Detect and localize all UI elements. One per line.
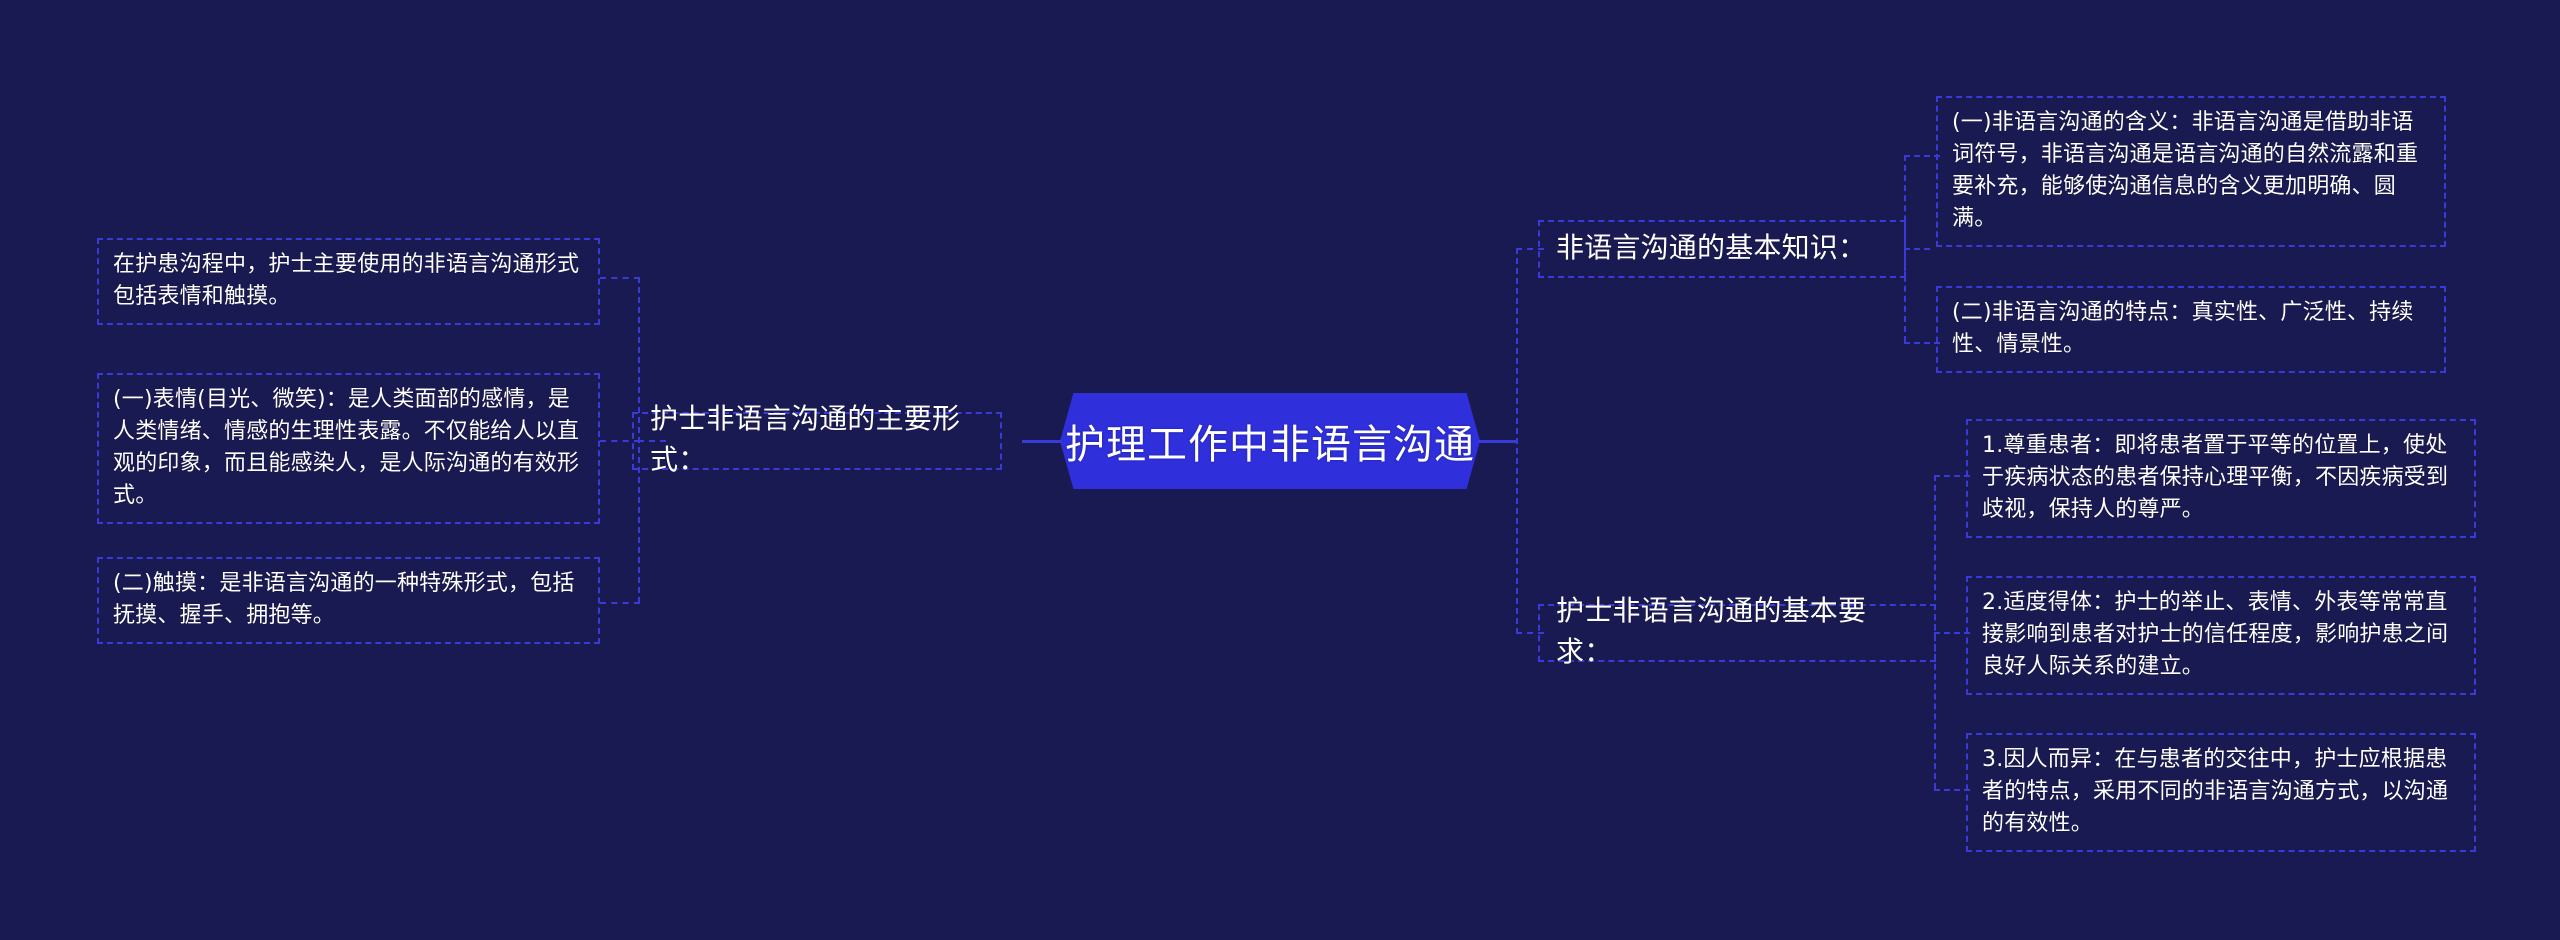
right-branch2-leaf-2[interactable]: 2.适度得体：护士的举止、表情、外表等常常直接影响到患者对护士的信任程度，影响护… xyxy=(1966,576,2476,695)
right-branch1-leaf-2[interactable]: (二)非语言沟通的特点：真实性、广泛性、持续性、情景性。 xyxy=(1936,286,2446,373)
right-category-label-1[interactable]: 非语言沟通的基本知识： xyxy=(1538,220,1906,278)
connector-right1-leaf-2 xyxy=(1904,342,1940,344)
right-branch2-leaf-1[interactable]: 1.尊重患者：即将患者置于平等的位置上，使处于疾病状态的患者保持心理平衡，不因疾… xyxy=(1966,419,2476,538)
connector-left-leaf-3 xyxy=(600,602,640,604)
left-leaf-1[interactable]: 在护患沟程中，护士主要使用的非语言沟通形式包括表情和触摸。 xyxy=(97,238,600,325)
connector-right1-stub xyxy=(1904,248,1930,250)
connector-right2-leaf-2 xyxy=(1934,632,1970,634)
connector-left-leaf-2 xyxy=(600,440,640,442)
right-branch2-leaf-3[interactable]: 3.因人而异：在与患者的交往中，护士应根据患者的特点，采用不同的非语言沟通方式，… xyxy=(1966,733,2476,852)
connector-central-to-right xyxy=(1478,440,1518,443)
connector-left-leaf-1 xyxy=(600,277,640,279)
connector-right2-leaf-3 xyxy=(1934,789,1970,791)
central-node[interactable]: 护理工作中非语言沟通 xyxy=(1060,393,1480,489)
connector-right-label-1-stub xyxy=(1516,248,1544,250)
connector-right1-leaf-1 xyxy=(1904,155,1940,157)
connector-central-to-left xyxy=(1022,440,1062,443)
connector-left-label-stub xyxy=(638,440,666,442)
left-leaf-3[interactable]: (二)触摸：是非语言沟通的一种特殊形式，包括抚摸、握手、拥抱等。 xyxy=(97,557,600,644)
connector-right-label-2-stub xyxy=(1516,632,1544,634)
left-category-label[interactable]: 护士非语言沟通的主要形式： xyxy=(632,402,1002,476)
connector-right2-leaf-1 xyxy=(1934,475,1970,477)
right-branch1-leaf-1[interactable]: (一)非语言沟通的含义：非语言沟通是借助非语词符号，非语言沟通是语言沟通的自然流… xyxy=(1936,96,2446,247)
right-category-label-2[interactable]: 护士非语言沟通的基本要求： xyxy=(1538,594,1936,668)
left-leaf-2[interactable]: (一)表情(目光、微笑)：是人类面部的感情，是人类情绪、情感的生理性表露。不仅能… xyxy=(97,373,600,524)
connector-right-trunk xyxy=(1516,248,1518,634)
